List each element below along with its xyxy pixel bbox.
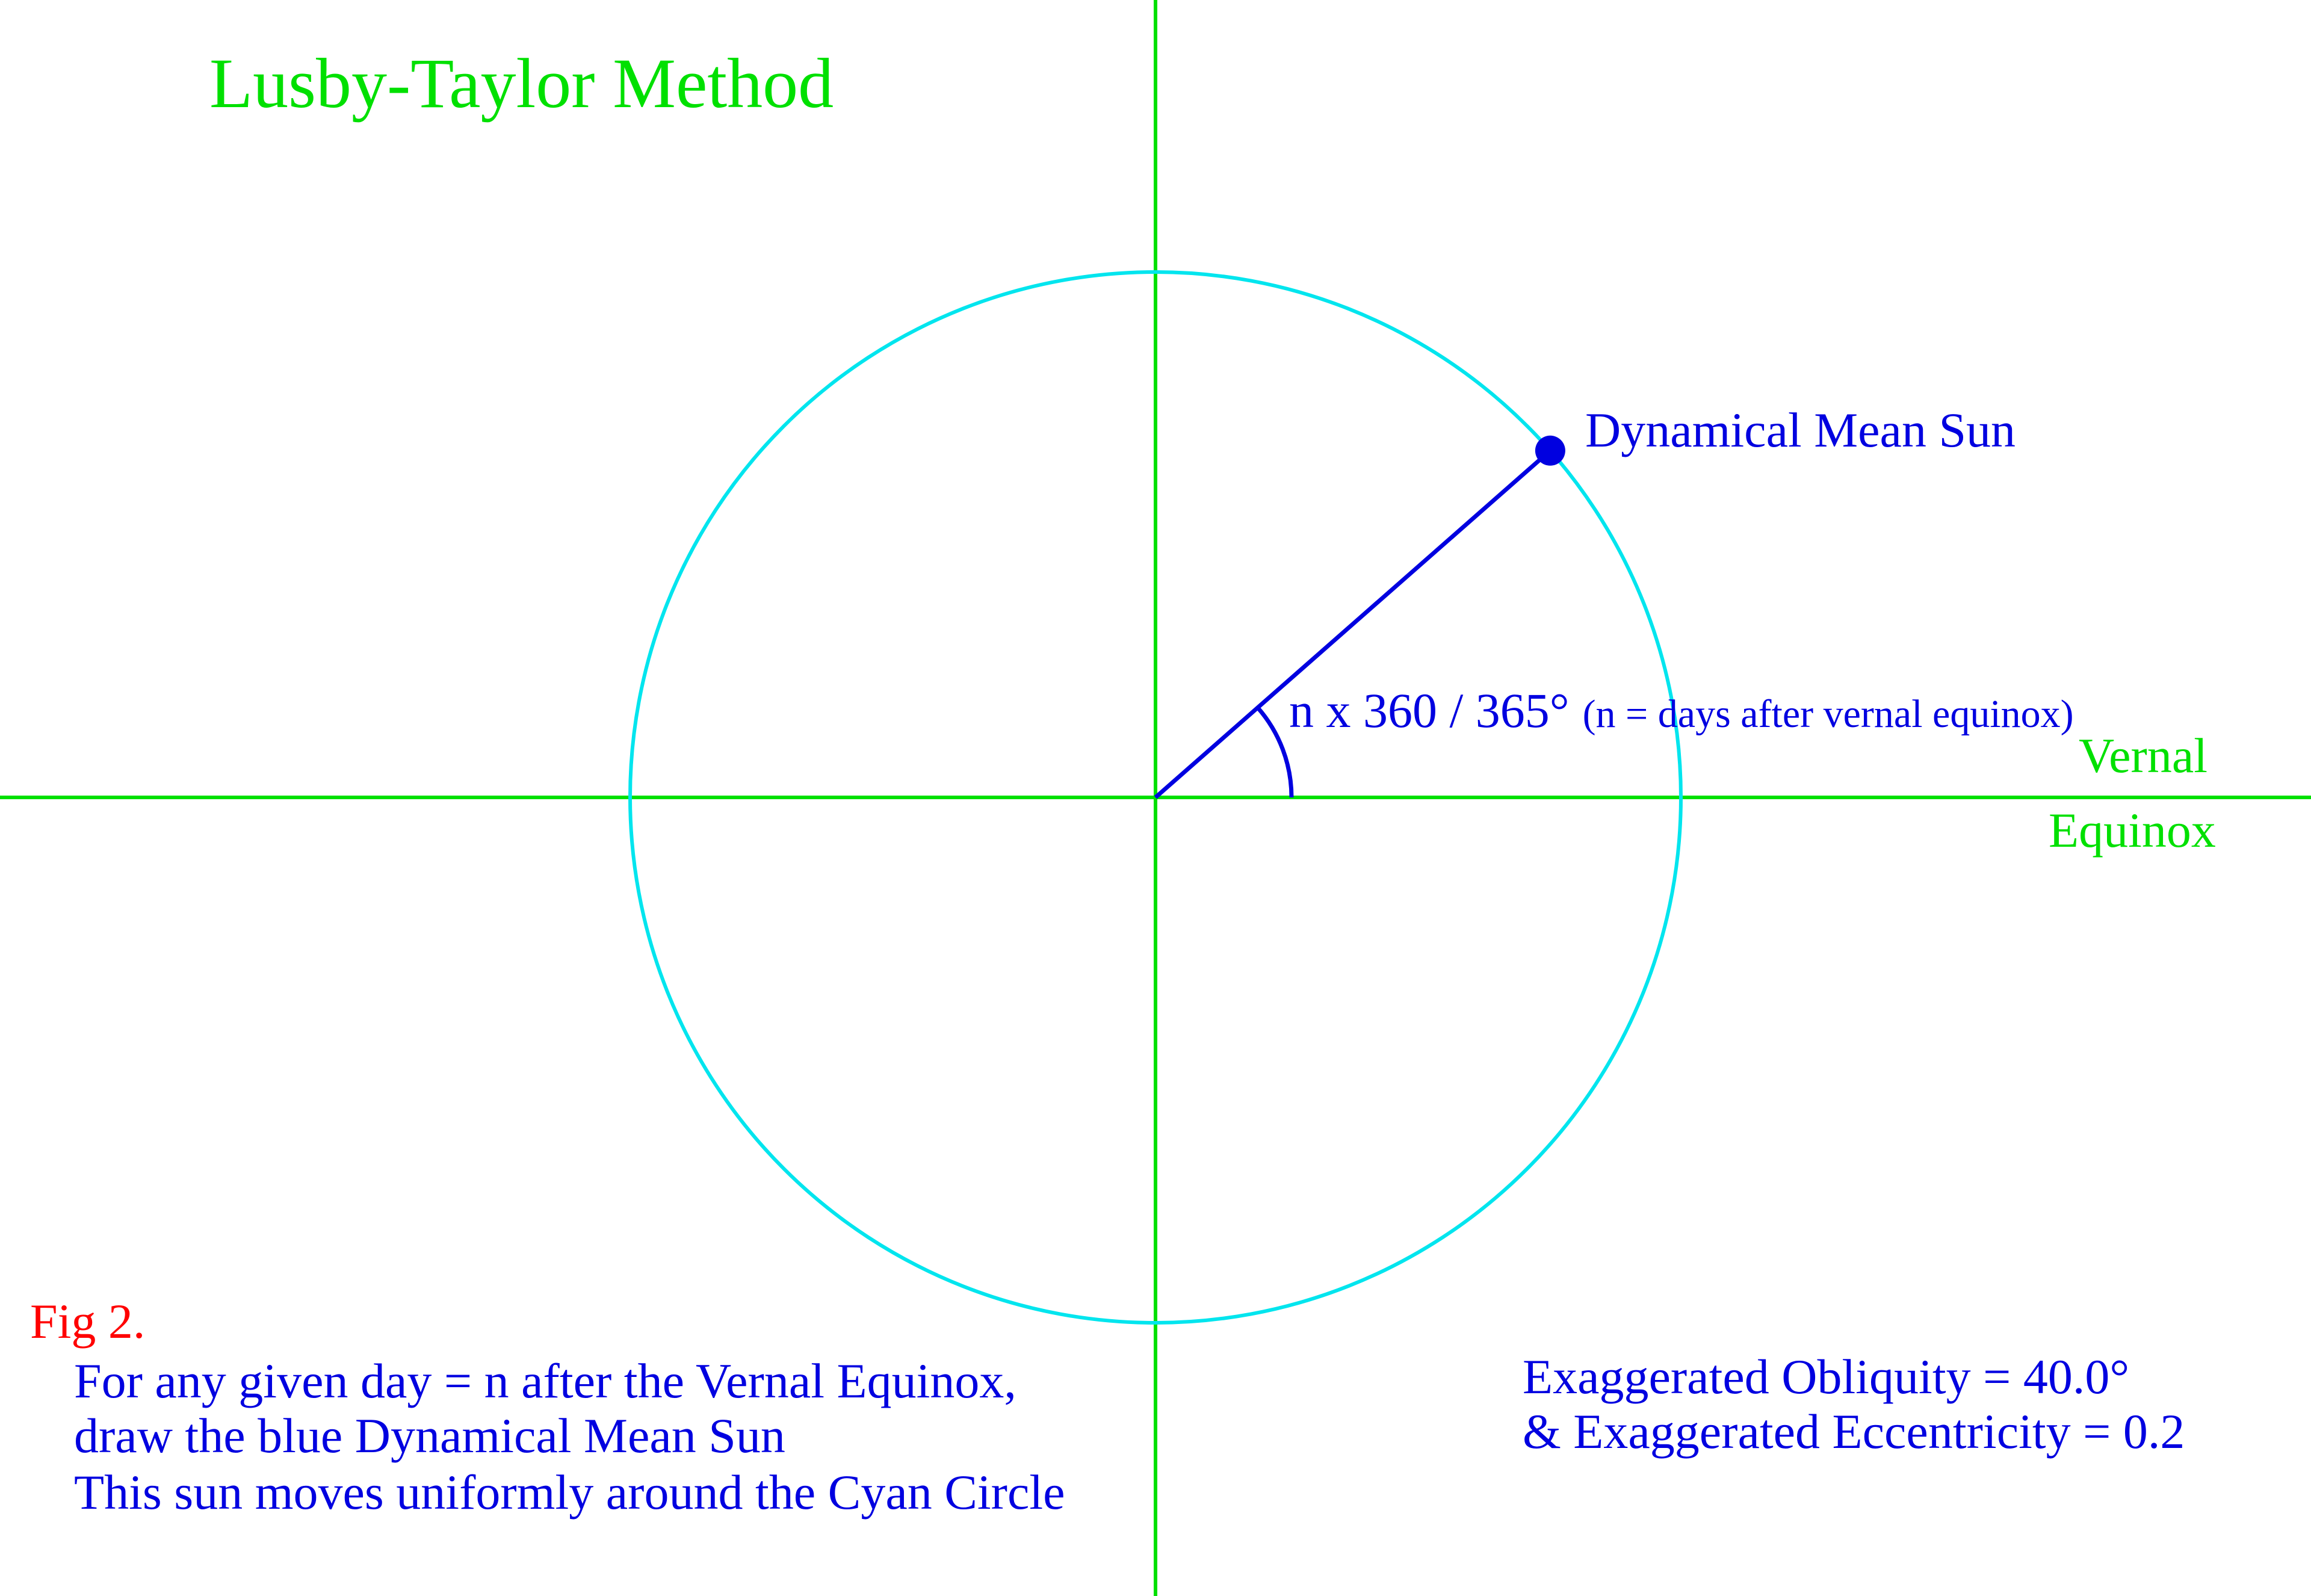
angle-arc (1256, 706, 1294, 798)
angle-formula: n x 360 / 365° (n = days after vernal eq… (1289, 683, 2074, 738)
caption-line-2: draw the blue Dynamical Mean Sun (74, 1408, 785, 1463)
equinox-label: Equinox (2049, 803, 2216, 858)
vernal-label: Vernal (2079, 728, 2207, 783)
angle-formula-main: n x 360 / 365° (1289, 683, 1570, 738)
cyan-circle (628, 270, 1683, 1325)
obliquity-label: Exaggerated Obliquity = 40.0° (1523, 1349, 2129, 1404)
sun-label: Dynamical Mean Sun (1585, 403, 2016, 457)
sun-radius-line (1154, 449, 1552, 799)
dynamical-mean-sun-dot (1535, 435, 1565, 466)
eccentricity-label: & Exaggerated Eccentricity = 0.2 (1523, 1404, 2185, 1459)
figure-number: Fig 2. (30, 1294, 145, 1349)
diagram-title: Lusby-Taylor Method (209, 44, 834, 123)
angle-formula-note: (n = days after vernal equinox) (1583, 692, 2074, 736)
caption-line-3: This sun moves uniformly around the Cyan… (74, 1465, 1065, 1520)
caption-line-1: For any given day = n after the Vernal E… (74, 1353, 1016, 1408)
